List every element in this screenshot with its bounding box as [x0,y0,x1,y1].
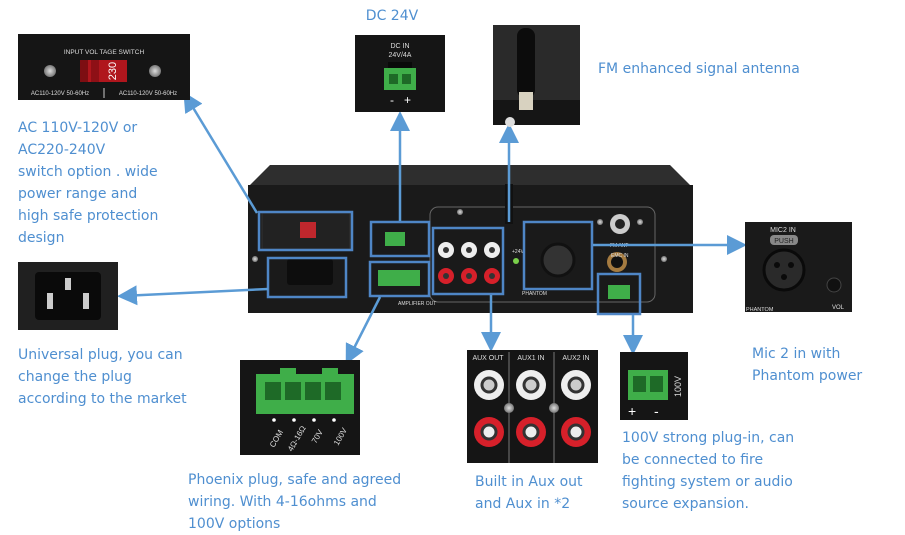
highlight-phoenix [368,260,431,298]
highlight-aux [431,226,505,296]
100v-plus: + [628,403,636,419]
xlr-jack-icon [762,248,806,292]
rca-jacks [474,370,591,447]
phantom-small-label: PHANTOM [522,291,547,297]
highlight-mic2 [522,220,594,291]
switch-left-label: AC110-120V 50-60Hz [31,91,89,97]
aux1-in-label: AUX1 IN [517,355,544,362]
highlight-dc [369,220,431,258]
rca-jacks-small [438,242,500,284]
inset-dc: DC IN 24V/4A - + [355,35,445,112]
switch-title: INPUT VOL TAGE SWITCH [64,49,145,56]
100v-label: 100V [673,376,683,397]
inset-phoenix: COM 4Ω-16Ω 70V 100V [240,360,360,455]
emc-in-label: EMC IN [611,253,629,259]
caption-phoenix: Phoenix plug, safe and agreed wiring. Wi… [188,472,406,532]
inset-plug [18,262,118,330]
highlight-100v [596,272,642,316]
inset-100v: 100V + - [620,352,688,420]
volume-knob-icon [826,277,842,293]
v24-label: +24V [512,249,524,255]
callout-arrows [117,91,747,365]
push-label: PUSH [774,238,793,245]
amp-out-label: AMPLIFIER OUT [398,301,436,307]
dc-title: DC 24V [366,8,419,24]
inset-mic2: MIC2 IN PUSH VOL PHANTOM [745,222,852,313]
antenna-icon [517,28,535,98]
caption-mic2: Mic 2 in with Phantom power [752,346,862,384]
inset-aux: AUX OUT AUX1 IN AUX2 IN [467,350,598,463]
caption-100v: 100V strong plug-in, can be connected to… [622,430,799,512]
highlight-boxes [257,210,642,316]
inset-antenna [493,25,580,127]
phantom-label: PHANTOM [746,307,774,313]
switch-value: 230 [107,62,119,80]
caption-aux: Built in Aux out and Aux in *2 [475,474,587,512]
dc-minus: - [390,93,394,107]
switch-right-label: AC110-120V 50-60Hz [119,91,177,97]
caption-ac-switch: AC 110V-120V or AC220-240V switch option… [18,120,163,246]
aux2-in-label: AUX2 IN [562,355,589,362]
voltage-switch-small [300,222,316,238]
dc-rating-label: 24V/4A [389,52,412,59]
highlight-voltage-switch [257,210,354,252]
dc-plus: + [404,93,411,107]
dc-in-label: DC IN [390,43,409,50]
dc-terminal [384,68,416,90]
mic2-label: MIC2 IN [770,227,796,234]
highlight-plug [266,256,348,299]
vol-label: VOL [832,305,845,311]
xlr-jack-small [540,242,576,278]
iec-socket-small [287,259,333,285]
antenna-title: FM enhanced signal antenna [598,61,800,77]
100v-minus: - [654,403,659,419]
aux-out-label: AUX OUT [472,355,504,362]
caption-plug: Universal plug, you can change the plug … [18,347,187,407]
amplifier-rear-panel: AMPLIFIER OUT FM ANT EMC IN +24V PHANTOM [248,165,693,313]
inset-voltage-switch: INPUT VOL TAGE SWITCH 230 AC110-120V 50-… [18,34,190,100]
